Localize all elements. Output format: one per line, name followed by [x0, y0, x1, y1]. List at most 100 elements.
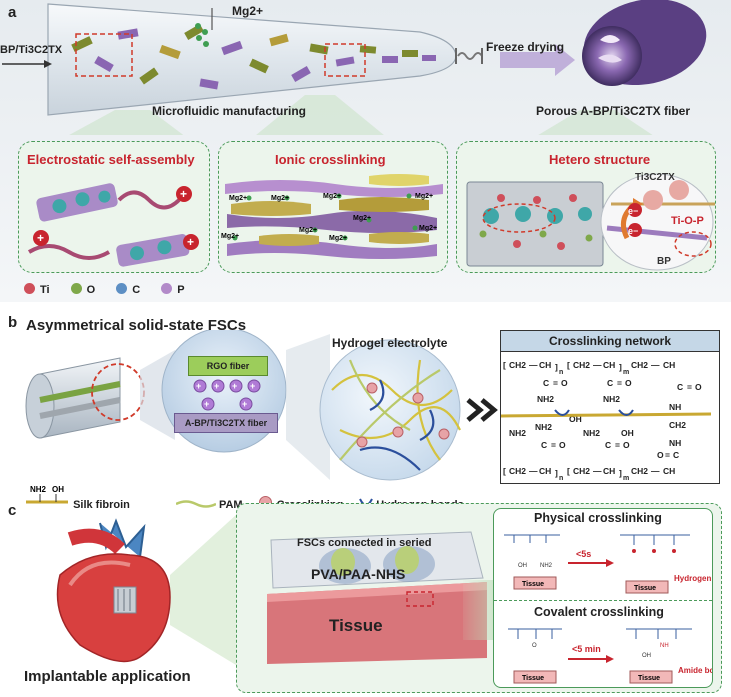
p-dot-icon — [161, 283, 173, 294]
svg-text:CH2: CH2 — [573, 466, 590, 476]
mg-drops — [195, 23, 209, 47]
freeze-drying-label: Freeze drying — [486, 40, 565, 54]
highlight-box-1 — [75, 33, 133, 77]
svg-text:NH2: NH2 — [509, 428, 526, 438]
freeze-drying-arrow — [500, 44, 575, 76]
svg-text:O: O — [695, 382, 702, 392]
svg-text:+: + — [214, 381, 219, 391]
o-dot-icon — [70, 283, 82, 294]
mg-label: Mg2+ — [221, 233, 239, 240]
pam-line-icon — [175, 500, 217, 508]
electrostatic-title: Electrostatic self-assembly — [27, 152, 195, 167]
svg-text:C: C — [543, 378, 549, 388]
svg-text:OH: OH — [569, 414, 582, 424]
hetero-illustration: Ti3C2TX e− e− Ti-O-P BP — [466, 172, 715, 271]
mg-label: Mg2+ — [415, 193, 433, 200]
hetero-title: Hetero structure — [549, 152, 651, 167]
svg-text:C: C — [607, 378, 613, 388]
svg-text:m: m — [623, 475, 629, 482]
ti-dot-icon — [24, 283, 35, 294]
implantable-label: Implantable application — [24, 668, 191, 685]
svg-text:CH: CH — [539, 360, 551, 370]
crosslinking-network-structure: [ CH2 — CH ]n [ CH2 — CH ]m CH2 — CH C=O… — [500, 360, 712, 482]
ionic-title: Ionic crosslinking — [275, 152, 386, 167]
svg-text:+: + — [250, 381, 255, 391]
svg-text:CH2: CH2 — [509, 360, 526, 370]
svg-text:+: + — [232, 381, 237, 391]
svg-text:NH2: NH2 — [537, 394, 554, 404]
svg-text:—: — — [651, 466, 660, 476]
svg-text:=: = — [665, 450, 670, 460]
svg-text:+: + — [204, 399, 209, 409]
tissue-chip: Tissue — [634, 585, 656, 592]
c-dot-icon — [116, 283, 128, 294]
tissue-chip: Tissue — [638, 675, 660, 682]
svg-text:=: = — [617, 378, 622, 388]
tissue-chip: Tissue — [522, 675, 544, 682]
svg-text:CH2: CH2 — [631, 360, 648, 370]
legend-o: O — [70, 283, 95, 296]
hydrogel-label: Hydrogel electrolyte — [332, 336, 448, 350]
network-title: Crosslinking network — [501, 331, 719, 352]
flakes — [71, 24, 436, 90]
svg-text:NH2: NH2 — [583, 428, 600, 438]
svg-text:[: [ — [567, 360, 570, 370]
svg-text:—: — — [529, 360, 538, 370]
svg-text:=: = — [687, 382, 692, 392]
mg-label: Mg2+ — [419, 225, 437, 232]
svg-text:O: O — [532, 643, 537, 649]
hetero-electron-label: e− — [628, 226, 638, 236]
hydrogen-bonds-label: Hydrogen bonds — [674, 574, 712, 583]
amide-bonds-label: Amide bonds — [678, 666, 712, 675]
svg-text:+: + — [37, 231, 44, 245]
svg-text:]: ] — [555, 468, 558, 478]
covalent-time: <5 min — [572, 644, 601, 654]
panel-b-label: b — [8, 314, 18, 331]
svg-text:=: = — [615, 440, 620, 450]
svg-text:OH: OH — [52, 485, 64, 494]
porous-fiber — [582, 0, 707, 86]
zoom-beam — [463, 580, 493, 640]
panel-b-title: Asymmetrical solid-state FSCs — [26, 317, 247, 334]
legend-c: C — [116, 283, 140, 296]
svg-text:NH: NH — [669, 402, 681, 412]
mg-label: Mg2+ — [353, 215, 371, 222]
mg-label: Mg2+ — [271, 195, 289, 202]
panel-c-label: c — [8, 502, 17, 519]
divider — [494, 600, 712, 601]
svg-text:NH: NH — [660, 643, 669, 649]
svg-text:n: n — [559, 475, 563, 482]
svg-text:—: — — [593, 466, 602, 476]
microfluidic-scene — [2, 0, 707, 135]
microfluidic-label: Microfluidic manufacturing — [152, 104, 307, 118]
svg-text:=: = — [551, 440, 556, 450]
electrostatic-illustration: + + + — [27, 183, 199, 267]
svg-text:CH: CH — [603, 466, 615, 476]
hetero-structure-box: Hetero structure Ti3C2TX e− e− Ti-O-P BP — [456, 141, 716, 273]
input-label: BP/Ti3C2TX — [0, 44, 63, 56]
svg-text:OH: OH — [642, 653, 651, 659]
tissue-chip: Tissue — [522, 581, 544, 588]
fiber-outlet — [455, 48, 483, 64]
svg-text:O: O — [657, 450, 664, 460]
svg-text:CH2: CH2 — [669, 420, 686, 430]
svg-text:=: = — [553, 378, 558, 388]
svg-text:NH2: NH2 — [535, 422, 552, 432]
svg-text:C: C — [605, 440, 611, 450]
svg-text:C: C — [673, 450, 679, 460]
crosslinking-chem: <5s <5 min Hydrogen bonds Amide bonds OH… — [504, 534, 712, 684]
atom-legend: Ti O C P — [24, 283, 185, 296]
mg-ion-label: Mg2+ — [232, 4, 264, 18]
svg-text:CH: CH — [539, 466, 551, 476]
svg-text:+: + — [242, 399, 247, 409]
rgo-fiber-block: RGO fiber — [188, 356, 268, 376]
svg-text:O: O — [625, 378, 632, 388]
svg-text:+: + — [180, 187, 187, 201]
physical-crosslinking-title: Physical crosslinking — [534, 511, 662, 525]
svg-text:O: O — [623, 440, 630, 450]
heart-illustration — [56, 515, 236, 665]
svg-text:C: C — [677, 382, 683, 392]
svg-text:NH: NH — [669, 438, 681, 448]
tissue-scene — [267, 531, 487, 664]
